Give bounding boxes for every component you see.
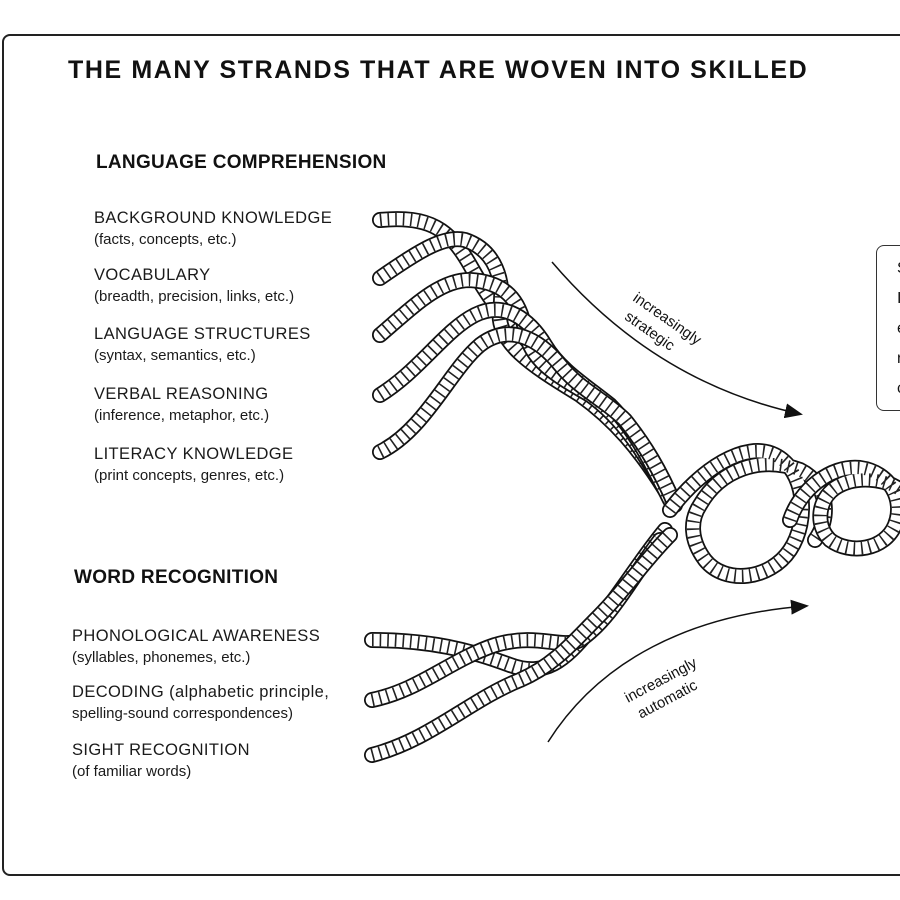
box-line: e xyxy=(897,320,900,338)
strand-name: DECODING (alphabetic principle, xyxy=(72,683,330,701)
language-strands xyxy=(372,211,683,513)
strand-desc: (of familiar words) xyxy=(72,763,192,780)
strand-desc: (facts, concepts, etc.) xyxy=(94,231,237,248)
rope-strand-sight-recognition xyxy=(364,527,678,763)
strand-desc: (print concepts, genres, etc.) xyxy=(94,467,285,484)
skilled-reading-box: S I e r c xyxy=(876,245,900,411)
automatic-arrow-label: increasingly automatic xyxy=(622,654,701,722)
strand-desc: (syllables, phonemes, etc.) xyxy=(72,649,251,666)
strand-literacy-knowledge: LITERACY KNOWLEDGE (print concepts, genr… xyxy=(94,443,293,487)
automatic-arrow xyxy=(547,599,809,743)
strategic-arrow xyxy=(551,261,803,419)
language-comprehension-heading: LANGUAGE COMPREHENSION xyxy=(96,152,387,173)
strand-language-structures: LANGUAGE STRUCTURES (syntax, semantics, … xyxy=(94,323,311,367)
strand-vocabulary: VOCABULARY (breadth, precision, links, e… xyxy=(94,264,294,308)
strand-sight-recognition: SIGHT RECOGNITION (of familiar words) xyxy=(72,739,250,783)
strand-decoding: DECODING (alphabetic principle, spelling… xyxy=(72,681,329,725)
strand-name: VERBAL REASONING xyxy=(94,385,269,403)
strand-desc: spelling-sound correspondences) xyxy=(72,705,293,722)
strand-name: LANGUAGE STRUCTURES xyxy=(94,325,311,343)
box-line: r xyxy=(897,350,900,367)
word-recognition-heading: WORD RECOGNITION xyxy=(74,567,279,588)
box-line: I xyxy=(897,290,900,307)
woven-rope xyxy=(662,443,900,584)
strand-name: BACKGROUND KNOWLEDGE xyxy=(94,209,333,227)
strand-desc: (syntax, semantics, etc.) xyxy=(94,347,256,364)
strand-name: SIGHT RECOGNITION xyxy=(72,741,250,759)
strand-name: PHONOLOGICAL AWARENESS xyxy=(72,627,321,645)
box-line: c xyxy=(897,380,900,398)
strand-phonological-awareness: PHONOLOGICAL AWARENESS (syllables, phone… xyxy=(72,625,320,669)
strand-name: VOCABULARY xyxy=(94,266,211,284)
strategic-arrow-label: increasingly strategic xyxy=(622,289,705,354)
strand-desc: (inference, metaphor, etc.) xyxy=(94,407,270,424)
rope-strand-literacy-knowledge xyxy=(372,326,683,513)
strand-name: LITERACY KNOWLEDGE xyxy=(94,445,294,463)
diagram-frame xyxy=(2,34,900,876)
box-line: S xyxy=(897,260,900,278)
strand-desc: (breadth, precision, links, etc.) xyxy=(94,288,295,305)
strand-background-knowledge: BACKGROUND KNOWLEDGE (facts, concepts, e… xyxy=(94,207,332,251)
diagram-title: THE MANY STRANDS THAT ARE WOVEN INTO SKI… xyxy=(68,56,809,84)
word-strands xyxy=(364,522,678,763)
strand-verbal-reasoning: VERBAL REASONING (inference, metaphor, e… xyxy=(94,383,269,427)
